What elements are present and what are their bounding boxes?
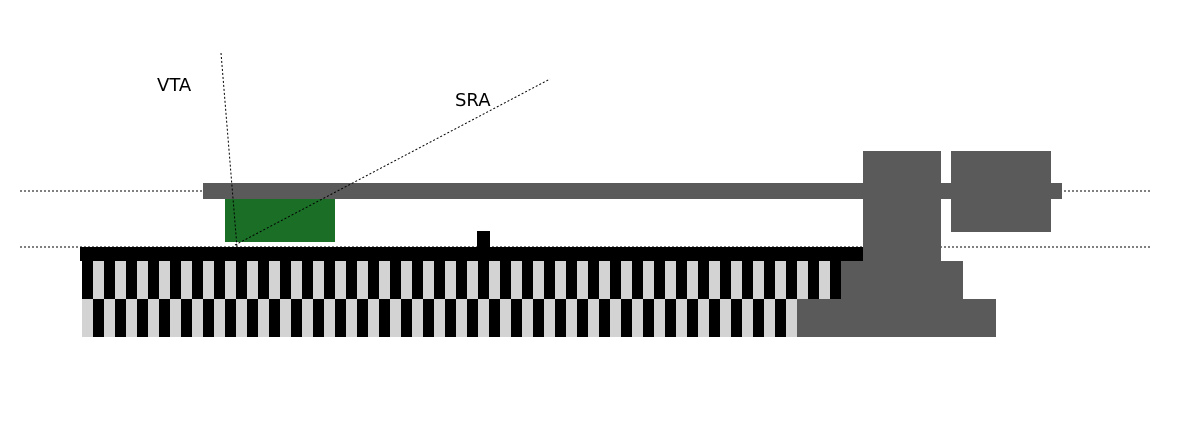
pivot-column [863, 151, 941, 261]
strobe-mark [665, 299, 676, 337]
strobe-mark [236, 261, 247, 299]
vta-label: VTA [157, 75, 192, 96]
strobe-mark [203, 299, 214, 337]
base-step-bottom [797, 299, 996, 337]
strobe-mark [786, 261, 797, 299]
strobe-mark [82, 261, 93, 299]
strobe-mark [588, 261, 599, 299]
strobe-mark [434, 261, 445, 299]
strobe-mark [555, 299, 566, 337]
strobe-mark [808, 261, 819, 299]
strobe-mark [566, 261, 577, 299]
strobe-pattern-bottom [93, 299, 798, 337]
strobe-mark [192, 261, 203, 299]
tonearm-tube [203, 183, 1062, 199]
strobe-mark [522, 261, 533, 299]
strobe-mark [379, 299, 390, 337]
strobe-mark [698, 261, 709, 299]
strobe-mark [137, 299, 148, 337]
strobe-mark [390, 261, 401, 299]
strobe-mark [489, 299, 500, 337]
strobe-mark [577, 299, 588, 337]
strobe-mark [148, 261, 159, 299]
strobe-mark [544, 261, 555, 299]
strobe-mark [423, 299, 434, 337]
strobe-mark [676, 261, 687, 299]
tonearm-base [797, 151, 996, 337]
sra-label: SRA [455, 90, 491, 111]
strobe-mark [313, 299, 324, 337]
strobe-mark [401, 299, 412, 337]
strobe-mark [258, 261, 269, 299]
strobe-mark [181, 299, 192, 337]
strobe-mark [830, 261, 841, 299]
strobe-mark [687, 299, 698, 337]
strobe-mark [247, 299, 258, 337]
strobe-mark [280, 261, 291, 299]
strobe-mark [643, 299, 654, 337]
strobe-mark [654, 261, 665, 299]
platter-row-bottom [82, 299, 798, 337]
strobe-mark [709, 299, 720, 337]
strobe-mark [467, 299, 478, 337]
strobe-mark [731, 299, 742, 337]
cartridge [225, 199, 335, 242]
strobe-mark [621, 299, 632, 337]
strobe-mark [445, 299, 456, 337]
strobe-mark [456, 261, 467, 299]
strobe-mark [478, 261, 489, 299]
strobe-mark [324, 261, 335, 299]
strobe-mark [500, 261, 511, 299]
strobe-mark [335, 299, 346, 337]
strobe-mark [632, 261, 643, 299]
strobe-mark [93, 299, 104, 337]
strobe-mark [269, 299, 280, 337]
strobe-mark [610, 261, 621, 299]
record-surface [80, 247, 863, 261]
strobe-pattern-top [82, 261, 841, 299]
strobe-mark [742, 261, 753, 299]
strobe-mark [753, 299, 764, 337]
strobe-mark [104, 261, 115, 299]
strobe-mark [357, 299, 368, 337]
strobe-mark [302, 261, 313, 299]
strobe-mark [126, 261, 137, 299]
strobe-mark [159, 299, 170, 337]
base-step-middle [841, 261, 963, 299]
strobe-mark [291, 299, 302, 337]
strobe-mark [214, 261, 225, 299]
strobe-mark [368, 261, 379, 299]
sra-angle-line [234, 78, 551, 246]
platter [82, 261, 842, 337]
strobe-mark [225, 299, 236, 337]
strobe-mark [170, 261, 181, 299]
vta-angle-line [220, 52, 238, 248]
strobe-mark [764, 261, 775, 299]
strobe-mark [511, 299, 522, 337]
strobe-mark [412, 261, 423, 299]
strobe-mark [533, 299, 544, 337]
spindle [477, 231, 490, 248]
strobe-mark [115, 299, 126, 337]
strobe-mark [599, 299, 610, 337]
strobe-mark [775, 299, 786, 337]
strobe-mark [720, 261, 731, 299]
strobe-mark [346, 261, 357, 299]
